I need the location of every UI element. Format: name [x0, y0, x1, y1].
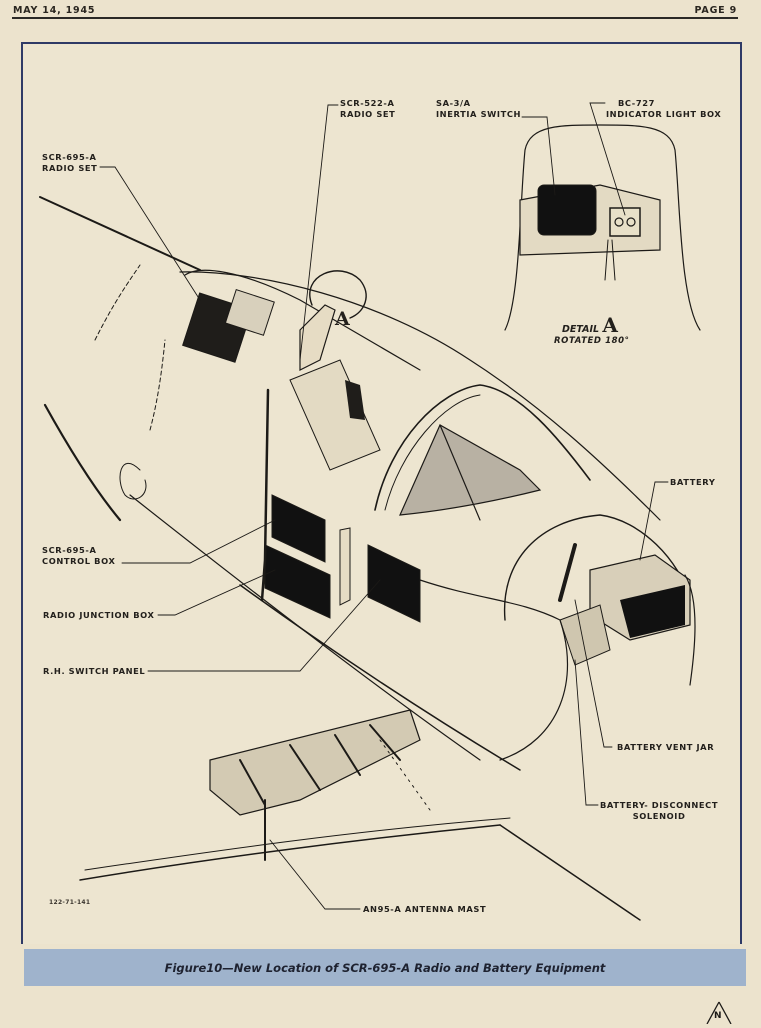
label-scr522-radio-set: SCR-522-A RADIO SET — [340, 98, 395, 120]
label-line: INDICATOR LIGHT BOX — [606, 109, 722, 119]
drawing-id: 122-71-141 — [49, 899, 91, 906]
leader-inertia-switch — [521, 116, 556, 196]
detail-letter: A — [602, 313, 618, 337]
wing-trailing-edge — [79, 824, 501, 881]
battery-strap — [684, 574, 696, 686]
label-line: RADIO SET — [42, 163, 98, 173]
dashed-arc-2 — [149, 339, 166, 431]
fuselage-lower-line-2 — [239, 584, 521, 771]
leader-switch-panel — [147, 579, 381, 672]
cockpit-panel — [289, 359, 381, 471]
label-line: RADIO SET — [340, 109, 396, 119]
caption-bar: Figure10—New Location of SCR-695-A Radio… — [24, 949, 746, 986]
spar-rib-2 — [289, 744, 321, 791]
label-indicator-light-box: BC-727 INDICATOR LIGHT BOX — [606, 98, 721, 120]
header-rule — [12, 17, 738, 19]
vent-jar-tube — [558, 543, 577, 602]
cockpit-rim — [184, 269, 421, 371]
switch-panel — [367, 544, 421, 623]
detail-a-title: DETAIL A — [562, 313, 618, 337]
label-line: SCR-695-A — [42, 152, 97, 162]
spar-rib-4 — [369, 724, 401, 761]
label-scr695-control-box: SCR-695-A CONTROL BOX — [42, 545, 115, 567]
north-letter: N — [714, 1011, 722, 1021]
windscreen — [399, 424, 542, 516]
leader-solenoid — [574, 659, 599, 806]
label-line: BC-727 — [618, 98, 655, 108]
fuselage-top-line — [39, 196, 201, 271]
detail-a-rotation-note: ROTATED 180° — [554, 336, 630, 346]
spar-rib-3 — [334, 734, 361, 776]
label-battery: BATTERY — [670, 477, 716, 487]
dashed-arc-1 — [94, 264, 141, 341]
inertia-switch — [537, 184, 597, 236]
switch-panel-frame — [339, 527, 351, 606]
leader-scr522-radio — [299, 104, 339, 361]
canopy-frame-inner — [384, 394, 481, 511]
panel-dashes — [379, 739, 431, 811]
fuselage-section-ring — [503, 514, 691, 621]
leader-control-box — [121, 519, 276, 564]
label-antenna-mast: AN95-A ANTENNA MAST — [363, 904, 487, 914]
battery-dark-side — [620, 585, 685, 638]
label-line: SA-3/A — [436, 98, 471, 108]
leader-antenna-mast — [269, 839, 361, 910]
canopy-frame — [374, 384, 591, 511]
seat-back — [299, 304, 336, 371]
label-battery-vent-jar: BATTERY VENT JAR — [617, 742, 715, 752]
detail-a-callout: A — [335, 308, 350, 330]
label-line: INERTIA SWITCH — [436, 109, 522, 119]
label-line: BATTERY- DISCONNECT — [600, 800, 719, 810]
label-inertia-switch: SA-3/A INERTIA SWITCH — [436, 98, 521, 120]
scr522-radio-set — [224, 289, 275, 336]
wing-spar-cutaway — [209, 709, 421, 816]
page-number: PAGE 9 — [694, 5, 737, 16]
spar-rib-1 — [239, 759, 266, 806]
wing-tip-line — [499, 824, 641, 921]
label-radio-junction-box: RADIO JUNCTION BOX — [43, 610, 155, 620]
detail-word: DETAIL — [562, 324, 600, 335]
leader-indicator-box — [589, 102, 626, 216]
wing-trailing-edge-2 — [84, 817, 511, 871]
cockpit-dark — [345, 380, 365, 420]
indicator-lamp-1 — [614, 217, 624, 227]
canopy-brace — [439, 424, 481, 521]
leader-battery — [639, 481, 669, 561]
leading-edge — [43, 403, 122, 522]
label-line: SOLENOID — [632, 811, 686, 821]
battery-cable — [419, 579, 568, 761]
triangle-icon — [706, 1001, 732, 1025]
control-box — [271, 494, 326, 563]
label-battery-disconnect-solenoid: BATTERY- DISCONNECT SOLENOID — [600, 800, 718, 822]
leader-vent-jar — [574, 599, 613, 748]
leader-junction-box — [157, 569, 276, 616]
detail-a-wires — [604, 239, 616, 281]
label-scr695-radio-set: SCR-695-A RADIO SET — [42, 152, 97, 174]
label-line: SCR-695-A — [42, 545, 97, 555]
wing-root-loop — [119, 462, 147, 500]
page-date: MAY 14, 1945 — [13, 5, 96, 16]
fuselage-spine — [179, 271, 661, 521]
label-line: CONTROL BOX — [42, 556, 116, 566]
detail-a-arrow — [309, 270, 367, 319]
solenoid — [559, 604, 611, 666]
north-marker: N — [705, 1000, 733, 1025]
label-line: SCR-522-A — [340, 98, 395, 108]
vertical-cable — [260, 388, 270, 602]
figure-caption: Figure10—New Location of SCR-695-A Radio… — [164, 960, 606, 975]
indicator-lamp-2 — [626, 217, 636, 227]
leader-scr695-radio — [99, 166, 201, 301]
label-rh-switch-panel: R.H. SWITCH PANEL — [43, 666, 146, 676]
